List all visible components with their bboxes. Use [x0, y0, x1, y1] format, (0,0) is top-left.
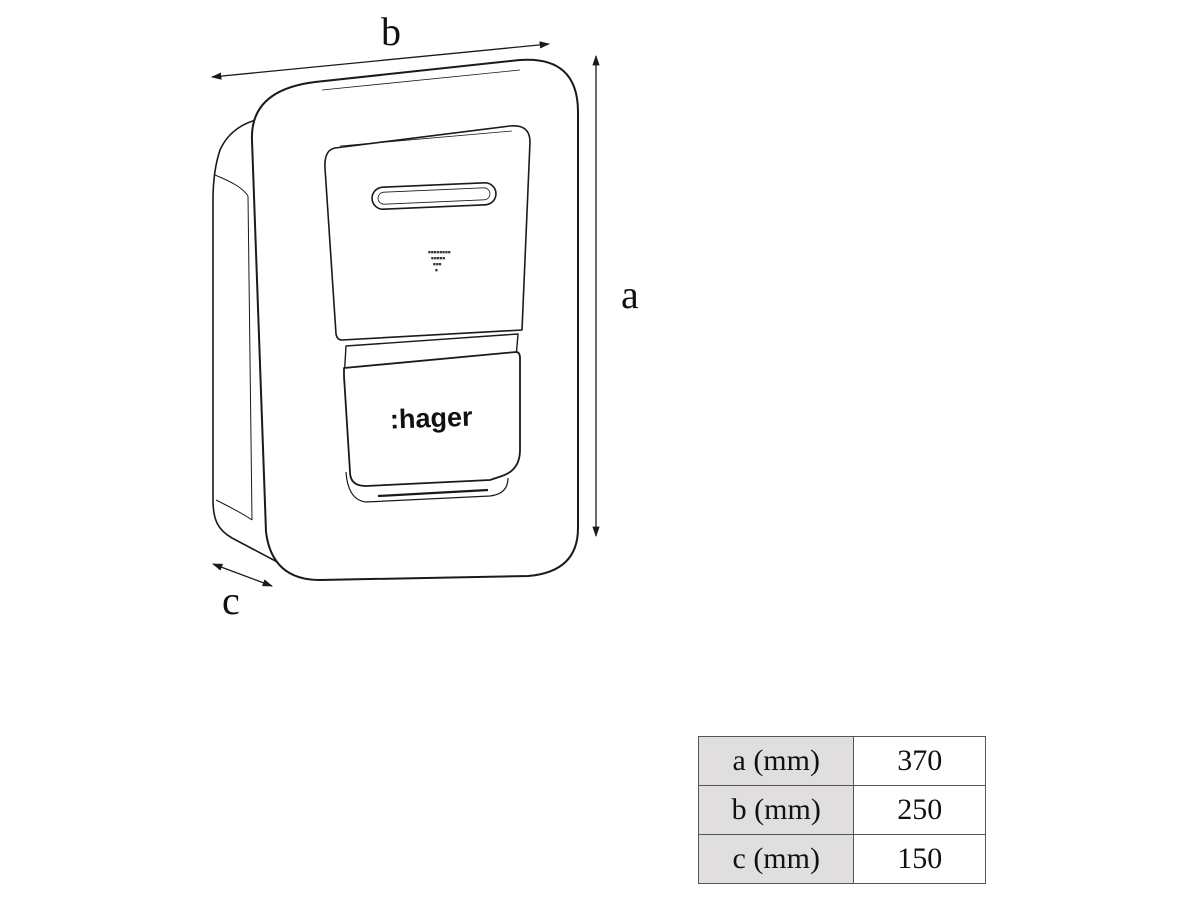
svg-text:■■■: ■■■: [433, 262, 442, 266]
dimension-b-label: b: [381, 9, 401, 54]
table-row: b (mm) 250: [697, 785, 986, 835]
display-panel: ■■■■■■■■ ■■■■■ ■■■ ■: [324, 125, 531, 341]
dimension-b: b: [210, 9, 551, 80]
svg-text:■■■■■: ■■■■■: [431, 256, 445, 260]
dimension-c-name-cell: c (mm): [697, 834, 855, 884]
svg-text:■■■■■■■■: ■■■■■■■■: [428, 250, 451, 254]
dimension-a-label: a: [621, 272, 639, 317]
indicator-icons: ■■■■■■■■ ■■■■■ ■■■ ■: [428, 250, 451, 272]
table-row: a (mm) 370: [697, 736, 986, 786]
table-row: c (mm) 150: [697, 834, 986, 884]
dimension-c-label: c: [222, 578, 240, 623]
socket-flap: :hager: [343, 333, 521, 503]
dimension-b-name-cell: b (mm): [697, 785, 855, 835]
dimension-b-value-cell: 250: [853, 785, 986, 835]
dimension-c: c: [212, 563, 273, 623]
dimension-c-value-cell: 150: [853, 834, 986, 884]
dimensions-table: a (mm) 370 b (mm) 250 c (mm) 150: [697, 736, 986, 884]
svg-text:■: ■: [435, 268, 438, 272]
dimension-a-name-cell: a (mm): [697, 736, 855, 786]
dimension-a-value-cell: 370: [853, 736, 986, 786]
brand-logo: :hager: [389, 402, 473, 435]
led-status-bar: [371, 181, 497, 211]
dimension-a: a: [592, 54, 639, 538]
